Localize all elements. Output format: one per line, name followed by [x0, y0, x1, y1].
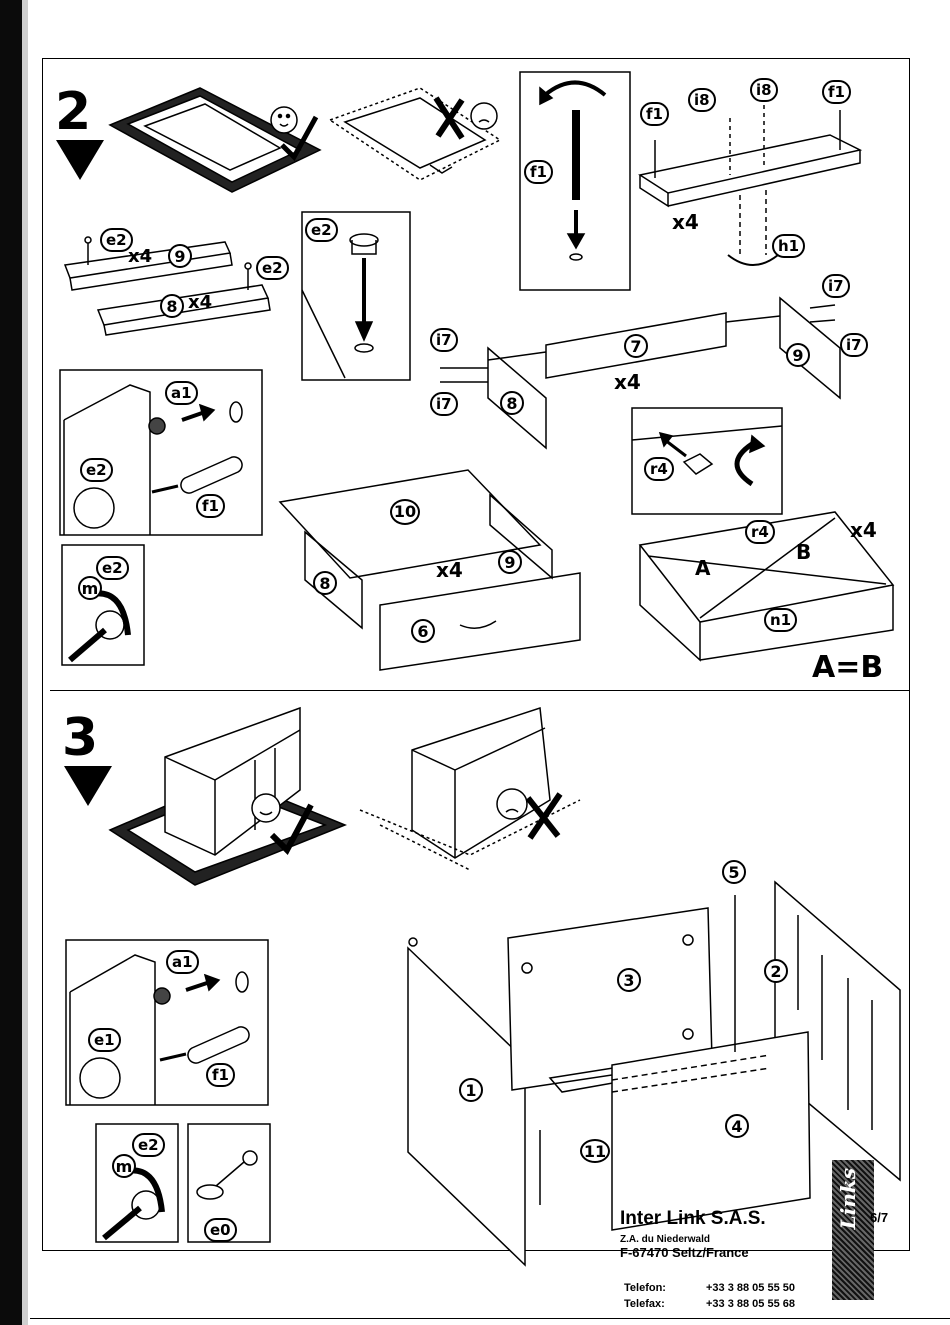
sad-face-icon-step3: [497, 789, 527, 819]
part-label-f1: f1: [640, 102, 669, 126]
part-label-i8: i8: [750, 78, 778, 102]
diagonal-equality-note: A=B: [812, 650, 883, 685]
rug-panel-good-illustration: [110, 88, 320, 192]
part-label-e1: e1: [88, 1028, 121, 1052]
company-address-line2: F-67470 Seltz/France: [620, 1245, 749, 1260]
panel-floor-bad-illustration: [330, 88, 500, 180]
part-label-a1: a1: [166, 950, 199, 974]
part-label-e0: e0: [204, 1218, 237, 1242]
tool-label-m: m: [112, 1154, 136, 1178]
part-label-h1: h1: [772, 234, 805, 258]
part-label-i7: i7: [430, 328, 458, 352]
part-label-i7: i7: [430, 392, 458, 416]
fax-number: +33 3 88 05 55 68: [706, 1298, 795, 1310]
part-number-8: 8: [500, 391, 524, 415]
phone-number: +33 3 88 05 55 50: [706, 1282, 795, 1294]
shelf-illustration: [640, 105, 860, 265]
part-number-2: 2: [764, 959, 788, 983]
page-number: 6/7: [870, 1210, 888, 1225]
bad-x-mark-step3: [528, 794, 560, 838]
smile-face-icon-step3: [252, 794, 280, 822]
part-label-a1: a1: [165, 381, 198, 405]
part-number-6: 6: [411, 619, 435, 643]
part-label-e2: e2: [80, 458, 113, 482]
bad-x-mark: [436, 98, 462, 138]
step-arrow-3: [64, 766, 112, 806]
part-label-f1: f1: [196, 494, 225, 518]
step-number-2: 2: [55, 86, 91, 138]
company-name: Inter Link S.A.S.: [620, 1208, 766, 1230]
part-number-3: 3: [617, 968, 641, 992]
part-number-1: 1: [459, 1078, 483, 1102]
part-label-e2: e2: [96, 556, 129, 580]
quantity-label: x4: [614, 370, 641, 394]
part-number-8: 8: [160, 294, 184, 318]
part-label-n1: n1: [764, 608, 797, 632]
part-label-f1: f1: [524, 160, 553, 184]
cabinet-on-floor-bad-illustration: [360, 708, 580, 870]
part-number-4: 4: [725, 1114, 749, 1138]
tool-label-m: m: [78, 576, 102, 600]
part-label-e2: e2: [305, 218, 338, 242]
step-number-3: 3: [62, 712, 98, 764]
quantity-label: x4: [672, 210, 699, 234]
dowel-detail-box-step2: [60, 370, 262, 535]
cabinet-on-rug-good-illustration: [110, 708, 345, 885]
part-label-i8: i8: [688, 88, 716, 112]
part-number-9: 9: [168, 244, 192, 268]
quantity-label: x4: [128, 246, 152, 267]
part-number-5: 5: [722, 860, 746, 884]
step-arrow-2: [56, 140, 104, 180]
part-number-9: 9: [498, 550, 522, 574]
part-label-r4: r4: [644, 457, 674, 481]
page-bottom-line: [30, 1318, 950, 1319]
part-number-11: 11: [580, 1139, 610, 1163]
diagonal-label-b: B: [796, 540, 811, 564]
part-label-e2: e2: [256, 256, 289, 280]
quantity-label: x4: [436, 558, 463, 582]
part-number-7: 7: [624, 334, 648, 358]
part-label-e2: e2: [132, 1133, 165, 1157]
part-number-9: 9: [786, 343, 810, 367]
brand-logo-text: Links: [836, 1168, 860, 1229]
quantity-label: x4: [850, 518, 877, 542]
part-number-10: 10: [390, 499, 420, 525]
part-label-f1: f1: [822, 80, 851, 104]
fax-label: Telefax:: [624, 1298, 665, 1310]
part-label-i7: i7: [840, 333, 868, 357]
part-number-8: 8: [313, 571, 337, 595]
part-label-i7: i7: [822, 274, 850, 298]
phone-label: Telefon:: [624, 1282, 666, 1294]
sad-face-icon: [471, 103, 497, 129]
quantity-label: x4: [188, 292, 212, 313]
part-label-r4: r4: [745, 520, 775, 544]
part-label-f1: f1: [206, 1063, 235, 1087]
company-address-line1: Z.A. du Niederwald: [620, 1234, 710, 1245]
diagonal-label-a: A: [695, 556, 710, 580]
